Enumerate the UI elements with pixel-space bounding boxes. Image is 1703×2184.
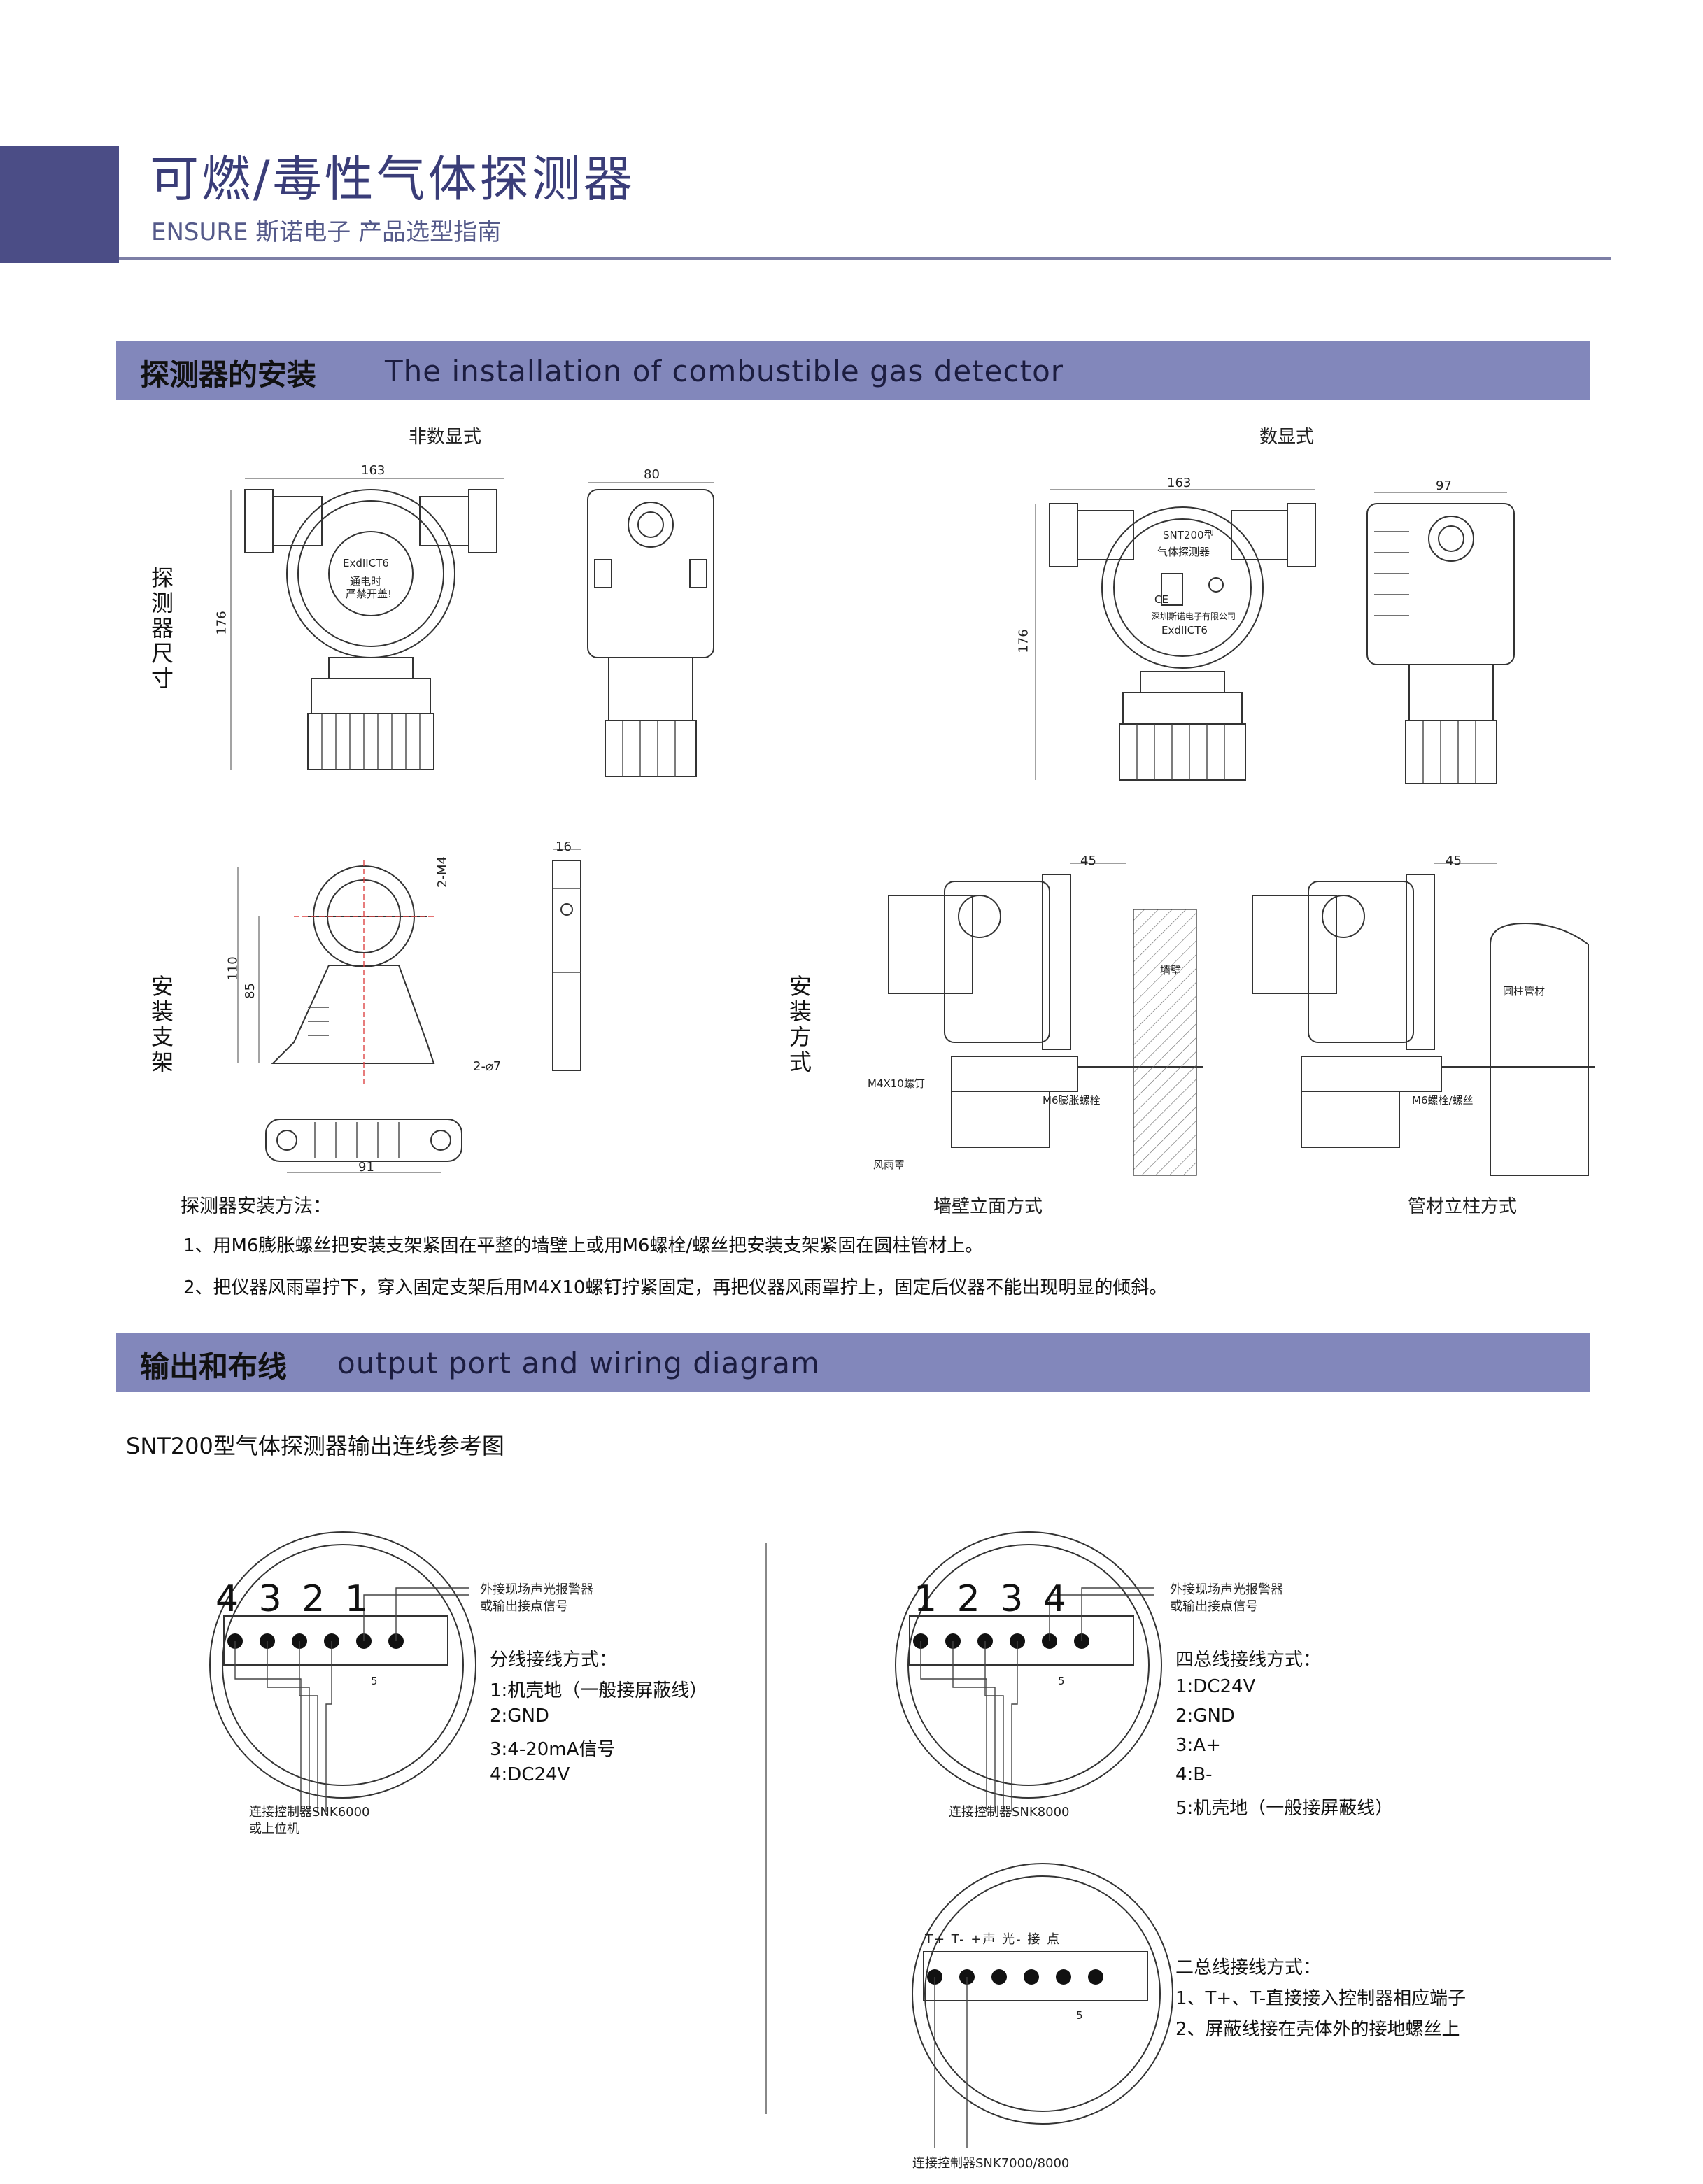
- page-title: 可燃/毒性气体探测器: [150, 150, 635, 208]
- dim-80: 80: [644, 467, 660, 482]
- wiring-bottom-method-title: 二总线接线方式：: [1175, 1957, 1322, 1978]
- dim-16: 16: [556, 839, 572, 854]
- device-exd-marking-2: ExdIICT6: [1161, 624, 1208, 637]
- caption-wall-mount: 墙壁立面方式: [933, 1196, 1043, 1217]
- wiring-bottom-drawing: [912, 1863, 1173, 2148]
- wiring-right-ground: 5: [1058, 1675, 1065, 1687]
- wiring-left-controller-line2: 或上位机: [249, 1822, 299, 1836]
- wiring-left-ext-line1: 外接现场声光报警器: [480, 1582, 593, 1597]
- wiring-left-ext-line2: 或输出接点信号: [480, 1599, 568, 1614]
- section-installation-title-en: The installation of combustible gas dete…: [385, 354, 1064, 388]
- wall-mount-drawing: [888, 863, 1203, 1176]
- dim-176-a: 176: [214, 611, 229, 635]
- caption-pipe-mount: 管材立柱方式: [1408, 1196, 1518, 1217]
- wiring-diagram-title: SNT200型气体探测器输出连线参考图: [126, 1433, 504, 1459]
- device-warning-line2: 严禁开盖!: [346, 588, 393, 600]
- label-bolt-m6b: M6螺栓/螺丝: [1412, 1094, 1474, 1107]
- section-wiring-header: 输出和布线 output port and wiring diagram: [116, 1333, 1590, 1392]
- section-installation-title-cn: 探测器的安装: [140, 357, 317, 392]
- device-name: 气体探测器: [1157, 546, 1210, 558]
- wiring-right-method-title: 四总线接线方式：: [1175, 1650, 1322, 1671]
- wiring-right-item-2: 2:GND: [1175, 1706, 1235, 1726]
- dim-2-m4: 2-M4: [434, 856, 450, 888]
- device-model: SNT200型: [1163, 529, 1215, 541]
- device-company: 深圳斯诺电子有限公司: [1152, 611, 1236, 621]
- label-wall: 墙壁: [1160, 964, 1182, 977]
- wiring-bottom-ground: 5: [1076, 2009, 1083, 2022]
- wiring-right-numbers: 1 2 3 4: [914, 1578, 1070, 1620]
- install-method-step1: 1、用M6膨胀螺丝把安装支架紧固在平整的墙壁上或用M6螺栓/螺丝把安装支架紧固在…: [183, 1235, 984, 1256]
- nondisplay-front-drawing: [230, 478, 504, 770]
- page-subtitle: ENSURE 斯诺电子 产品选型指南: [151, 218, 502, 246]
- section-wiring-title-en: output port and wiring diagram: [337, 1346, 820, 1380]
- wiring-bottom-item-1: 1、T+、T-直接接入控制器相应端子: [1175, 1988, 1467, 2009]
- dim-85: 85: [242, 983, 257, 999]
- device-exd-marking-1: ExdIICT6: [343, 557, 389, 569]
- display-side-drawing: [1366, 492, 1515, 784]
- header-color-block: [0, 146, 119, 263]
- nondisplay-side-drawing: [587, 482, 714, 777]
- wiring-left-ground: 5: [371, 1675, 378, 1687]
- dim-163-a: 163: [361, 463, 386, 478]
- dim-91: 91: [358, 1160, 374, 1175]
- install-method-step2: 2、把仪器风雨罩拧下，穿入固定支架后用M4X10螺钉拧紧固定，再把仪器风雨罩拧上…: [183, 1277, 1168, 1298]
- wiring-divider: [765, 1543, 767, 2114]
- section-installation-header: 探测器的安装 The installation of combustible g…: [116, 341, 1590, 400]
- wiring-right-item-4: 4:B-: [1175, 1764, 1213, 1785]
- wiring-left-item-3: 3:4-20mA信号: [490, 1739, 616, 1760]
- dim-45-b: 45: [1446, 853, 1462, 868]
- wiring-left-item-2: 2:GND: [490, 1706, 549, 1726]
- wiring-right-item-5: 5:机壳地（一般接屏蔽线）: [1175, 1798, 1394, 1819]
- wiring-bottom-item-2: 2、屏蔽线接在壳体外的接地螺丝上: [1175, 2019, 1460, 2040]
- wiring-right-item-1: 1:DC24V: [1175, 1676, 1256, 1697]
- wiring-left-numbers: 4 3 2 1: [215, 1578, 372, 1620]
- wiring-left-item-1: 1:机壳地（一般接屏蔽线）: [490, 1680, 708, 1701]
- wiring-right-item-3: 3:A+: [1175, 1735, 1221, 1756]
- wiring-right-ext-line1: 外接现场声光报警器: [1170, 1582, 1283, 1597]
- label-bolt-m6: M6膨胀螺栓: [1043, 1094, 1101, 1107]
- vlabel-bracket: 安装支架: [150, 973, 174, 1075]
- dim-97: 97: [1436, 478, 1452, 493]
- vlabel-install-method: 安装方式: [789, 973, 812, 1075]
- wiring-left-method-title: 分线接线方式：: [490, 1650, 618, 1671]
- wiring-bottom-controller: 连接控制器SNK7000/8000: [912, 2156, 1070, 2171]
- wiring-left-drawing: [209, 1531, 476, 1812]
- dim-45-a: 45: [1080, 853, 1096, 868]
- device-warning-line1: 通电时: [350, 575, 382, 588]
- dim-2-d7: 2-⌀7: [473, 1059, 502, 1074]
- label-screw-m4: M4X10螺钉: [868, 1077, 925, 1090]
- bracket-bottom-drawing: [265, 1119, 462, 1173]
- label-rain-hood: 风雨罩: [873, 1158, 905, 1171]
- dim-163-b: 163: [1167, 476, 1192, 490]
- label-display: 数显式: [1259, 427, 1315, 448]
- dim-176-b: 176: [1016, 629, 1031, 653]
- wiring-right-ext-line2: 或输出接点信号: [1170, 1599, 1258, 1614]
- wiring-left-item-4: 4:DC24V: [490, 1764, 570, 1785]
- dim-110: 110: [225, 956, 241, 981]
- pipe-mount-drawing: [1252, 863, 1595, 1176]
- install-method-title: 探测器安装方法：: [181, 1196, 332, 1217]
- label-non-display: 非数显式: [409, 427, 482, 448]
- wiring-left-controller-line1: 连接控制器SNK6000: [249, 1805, 370, 1820]
- vlabel-detector-size: 探测器尺寸: [150, 565, 174, 692]
- wiring-right-drawing: [895, 1531, 1162, 1812]
- display-front-drawing: [1035, 489, 1316, 781]
- bracket-side-drawing: [552, 849, 581, 1071]
- header-divider: [119, 257, 1611, 260]
- wiring-bottom-terminal-labels: T+ T- +声 光- 接 点: [925, 1932, 1061, 1947]
- section-wiring-title-cn: 输出和布线: [140, 1349, 288, 1384]
- label-pipe: 圆柱管材: [1503, 985, 1546, 998]
- device-ce-mark: CE: [1154, 593, 1168, 606]
- bracket-front-drawing: [237, 860, 435, 1084]
- wiring-right-controller: 连接控制器SNK8000: [949, 1805, 1070, 1820]
